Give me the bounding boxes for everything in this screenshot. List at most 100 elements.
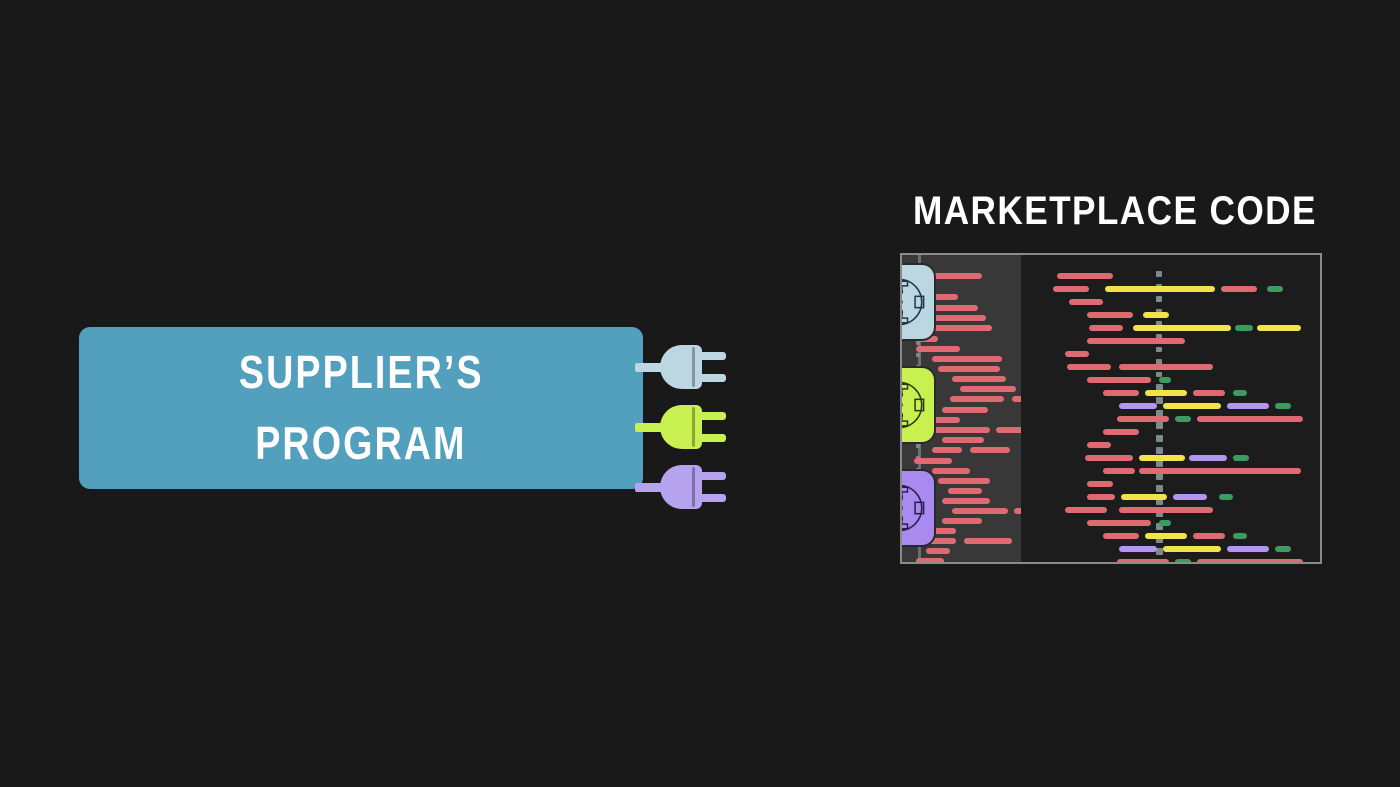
- plug-body: [660, 465, 702, 509]
- line-number-marker: [1156, 296, 1162, 302]
- code-line: [1189, 455, 1227, 461]
- line-number-marker: [916, 444, 920, 448]
- plug-body: [660, 405, 702, 449]
- code-line: [1197, 559, 1303, 562]
- code-line: [1085, 455, 1133, 461]
- code-line: [952, 376, 1006, 382]
- code-line: [932, 447, 962, 453]
- code-line: [1119, 364, 1213, 370]
- code-line: [1103, 468, 1135, 474]
- code-line: [938, 366, 1000, 372]
- code-line: [1087, 520, 1151, 526]
- code-line: [1219, 494, 1233, 500]
- line-number-marker: [1156, 422, 1163, 430]
- code-line: [938, 478, 990, 484]
- code-line: [1159, 377, 1171, 383]
- code-line: [942, 407, 988, 413]
- code-line: [1173, 494, 1207, 500]
- code-line: [1267, 286, 1283, 292]
- line-number-marker: [1156, 535, 1163, 543]
- code-line: [1089, 325, 1123, 331]
- code-line: [952, 508, 1008, 514]
- plug-blue[interactable]: [635, 345, 727, 389]
- outlet-glyph: [902, 278, 925, 326]
- code-line: [1145, 533, 1187, 539]
- code-line: [1053, 286, 1089, 292]
- suppliers-program-box[interactable]: SUPPLIER’S PROGRAM: [79, 327, 643, 489]
- plug-purple[interactable]: [635, 465, 727, 509]
- line-number-marker: [1156, 485, 1163, 493]
- code-line: [930, 325, 992, 331]
- plug-seam: [692, 407, 695, 447]
- code-line: [932, 468, 970, 474]
- code-line: [1119, 546, 1157, 552]
- code-line: [1159, 520, 1171, 526]
- code-line: [916, 346, 960, 352]
- code-line: [1087, 338, 1185, 344]
- socket-purple[interactable]: [902, 469, 936, 547]
- code-line: [1227, 403, 1269, 409]
- line-number-marker: [1156, 497, 1163, 505]
- code-line: [1133, 325, 1231, 331]
- code-line: [1193, 390, 1225, 396]
- code-line: [1087, 481, 1113, 487]
- plug-cord: [635, 363, 663, 372]
- line-number-marker: [916, 353, 920, 357]
- code-line: [1145, 390, 1187, 396]
- line-number-marker: [1156, 510, 1163, 518]
- code-line: [1065, 351, 1089, 357]
- line-number-marker: [1156, 359, 1162, 365]
- code-line: [1012, 396, 1024, 402]
- code-line: [1163, 403, 1221, 409]
- marketplace-code-title: MARKETPLACE CODE: [913, 189, 1317, 233]
- code-line: [1121, 494, 1167, 500]
- line-number-marker: [1156, 334, 1162, 340]
- socket-blue[interactable]: [902, 263, 936, 341]
- code-line: [928, 305, 978, 311]
- plug-body: [660, 345, 702, 389]
- plug-prong-bottom: [699, 434, 726, 442]
- code-line: [1233, 533, 1247, 539]
- code-line: [932, 356, 1002, 362]
- plug-cord: [635, 423, 663, 432]
- code-line: [1057, 273, 1113, 279]
- plug-seam: [692, 467, 695, 507]
- line-number-marker: [1156, 447, 1163, 455]
- plug-green[interactable]: [635, 405, 727, 449]
- code-line: [1163, 546, 1221, 552]
- code-line: [1221, 286, 1257, 292]
- code-line: [1193, 533, 1225, 539]
- code-line: [914, 458, 952, 464]
- code-line: [934, 427, 990, 433]
- suppliers-program-title-line2: PROGRAM: [255, 417, 467, 469]
- code-line: [964, 538, 1012, 544]
- code-line: [1143, 312, 1169, 318]
- code-line: [1103, 390, 1139, 396]
- line-number-marker: [1156, 346, 1162, 353]
- code-line: [1257, 325, 1301, 331]
- code-line: [970, 447, 1010, 453]
- plug-prong-top: [699, 352, 726, 360]
- plug-prong-bottom: [699, 374, 726, 382]
- line-number-marker: [1156, 371, 1162, 378]
- plug-seam: [692, 347, 695, 387]
- code-line: [1233, 455, 1249, 461]
- code-line: [1069, 299, 1103, 305]
- line-number-marker: [1156, 308, 1162, 315]
- code-line: [1175, 559, 1191, 562]
- socket-green[interactable]: [902, 366, 936, 444]
- code-line: [950, 396, 1004, 402]
- code-right-pane: [1021, 255, 1320, 562]
- line-number-marker: [1156, 472, 1163, 480]
- code-line: [1197, 416, 1303, 422]
- code-line: [1087, 312, 1133, 318]
- code-line: [1117, 416, 1169, 422]
- code-line: [934, 417, 960, 423]
- code-line: [1117, 559, 1169, 562]
- marketplace-code-panel: [900, 253, 1322, 564]
- line-number-marker: [1156, 548, 1163, 556]
- line-number-marker: [916, 341, 920, 345]
- plug-prong-top: [699, 412, 726, 420]
- line-number-marker: [1156, 397, 1163, 404]
